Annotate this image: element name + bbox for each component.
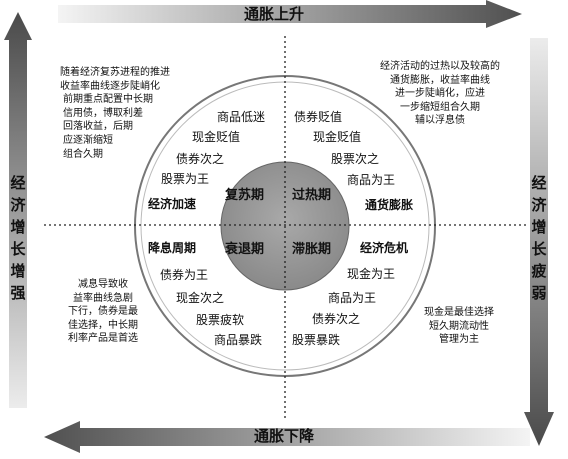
ring-text: 股票疲软	[196, 313, 245, 327]
ring-text: 债券次之	[176, 152, 225, 166]
cycle-inflation: 通货膨胀	[365, 198, 414, 212]
note-top-left: 随着经济复苏进程的推进 收益率曲线逐步陡峭化 前期重点配置中长期 信用债，博取利…	[60, 67, 170, 160]
ring-text: 商品暴跌	[214, 333, 263, 347]
ring-text: 商品低迷	[217, 110, 266, 124]
growth-strengthening-label: 经济增长增强	[10, 174, 26, 302]
note-bottom-right: 现金是最佳选择 短久期流动性 管理为主	[424, 307, 494, 346]
ring-text: 股票暴跌	[292, 333, 341, 347]
cycle-econ-crisis: 经济危机	[360, 241, 409, 255]
ring-text: 股票次之	[331, 152, 380, 166]
ring-text: 商品为王	[328, 291, 377, 305]
phase-recession: 衰退期	[225, 242, 265, 257]
ring-text: 现金贬值	[192, 130, 241, 144]
cycle-econ-accel: 经济加速	[148, 197, 197, 211]
ring-text: 现金次之	[176, 291, 225, 305]
phase-recovery: 复苏期	[225, 188, 265, 203]
ring-text: 股票为王	[161, 172, 210, 186]
note-top-right: 经济活动的过热以及较高的 通货膨胀，收益率曲线 进一步陡峭化，应进 一步缩短组合…	[380, 61, 500, 127]
inflation-falling-arrow	[44, 421, 530, 453]
inflation-rising-label: 通胀上升	[244, 5, 305, 23]
ring-text: 现金贬值	[313, 130, 362, 144]
ring-text: 债券贬值	[294, 110, 343, 124]
growth-weakening-label: 经济增长疲弱	[531, 174, 547, 302]
growth-weakening-arrow	[524, 38, 554, 446]
growth-strengthening-arrow	[4, 12, 32, 408]
ring-text: 商品为王	[347, 173, 396, 187]
ring-text: 债券为王	[160, 268, 209, 282]
cycle-rate-cut: 降息周期	[148, 241, 197, 255]
inflation-falling-label: 通胀下降	[254, 427, 315, 445]
note-bottom-left: 减息导致收 益率曲线急剧 下行，债券是最 佳选择，中长期 利率产品是首选	[68, 279, 138, 345]
ring-text: 现金为王	[347, 267, 396, 281]
ring-text: 债券次之	[312, 312, 361, 326]
phase-stagflation: 滞胀期	[292, 242, 332, 257]
inflation-rising-arrow	[58, 0, 522, 28]
phase-overheat: 过热期	[292, 188, 332, 203]
